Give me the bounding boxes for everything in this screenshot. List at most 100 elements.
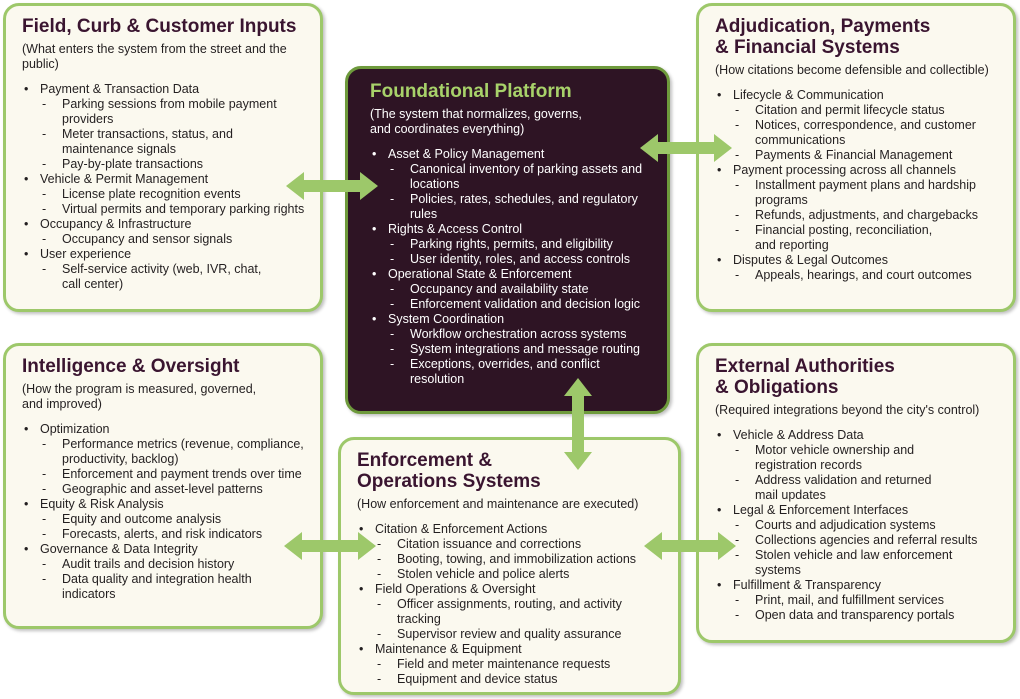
category-label: Asset & Policy Management xyxy=(388,147,545,161)
detail-list: Officer assignments, routing, and activi… xyxy=(375,597,666,642)
category-list: Vehicle & Address DataMotor vehicle owne… xyxy=(715,428,1001,623)
category-label: Optimization xyxy=(40,422,110,436)
category-label: User experience xyxy=(40,247,132,261)
detail-list: Performance metrics (revenue, compliance… xyxy=(40,437,308,497)
category-item: Rights & Access ControlParking rights, p… xyxy=(370,222,655,267)
category-label: Disputes & Legal Outcomes xyxy=(733,253,888,267)
category-list: Asset & Policy ManagementCanonical inven… xyxy=(370,147,655,387)
detail-item: Motor vehicle ownership and registration… xyxy=(733,443,1001,473)
category-item: Field Operations & OversightOfficer assi… xyxy=(357,582,666,642)
category-label: Payment & Transaction Data xyxy=(40,82,200,96)
category-label: Maintenance & Equipment xyxy=(375,642,522,656)
detail-list: Appeals, hearings, and court outcomes xyxy=(733,268,1001,283)
detail-item: Print, mail, and fulfillment services xyxy=(733,593,1001,608)
detail-item: Policies, rates, schedules, and regulato… xyxy=(388,192,655,222)
box-subtitle: (Required integrations beyond the city's… xyxy=(715,403,980,417)
box-subtitle: (The system that normalizes, governs, an… xyxy=(370,107,582,136)
detail-list: Courts and adjudication systemsCollectio… xyxy=(733,518,1001,578)
detail-item: Financial posting, reconciliation, and r… xyxy=(733,223,1001,253)
arrow-foundational-enforcement xyxy=(563,378,593,470)
enforcement-box: Enforcement & Operations Systems(How enf… xyxy=(338,437,681,695)
detail-item: Enforcement and payment trends over time xyxy=(40,467,308,482)
category-item: Lifecycle & CommunicationCitation and pe… xyxy=(715,88,1001,163)
category-item: Fulfillment & TransparencyPrint, mail, a… xyxy=(715,578,1001,623)
detail-list: License plate recognition eventsVirtual … xyxy=(40,187,308,217)
arrow-intelligence-enforcement xyxy=(284,531,376,561)
detail-item: License plate recognition events xyxy=(40,187,308,202)
detail-item: User identity, roles, and access control… xyxy=(388,252,655,267)
box-subtitle: (How citations become defensible and col… xyxy=(715,63,989,77)
category-list: Lifecycle & CommunicationCitation and pe… xyxy=(715,88,1001,283)
detail-item: Supervisor review and quality assurance xyxy=(375,627,666,642)
detail-item: Officer assignments, routing, and activi… xyxy=(375,597,666,627)
detail-item: Forecasts, alerts, and risk indicators xyxy=(40,527,308,542)
detail-item: Occupancy and availability state xyxy=(388,282,655,297)
box-title: Intelligence & Oversight xyxy=(22,356,240,377)
category-list: Citation & Enforcement ActionsCitation i… xyxy=(357,522,666,687)
category-item: Occupancy & InfrastructureOccupancy and … xyxy=(22,217,308,247)
foundational-platform-box: Foundational Platform (The system that no… xyxy=(345,66,670,414)
box-subtitle: (What enters the system from the street … xyxy=(22,42,287,71)
category-label: Payment processing across all channels xyxy=(733,163,957,177)
detail-item: Equipment and device status xyxy=(375,672,666,687)
detail-list: Workflow orchestration across systemsSys… xyxy=(388,327,655,387)
detail-item: Payments & Financial Management xyxy=(733,148,1001,163)
detail-list: Field and meter maintenance requestsEqui… xyxy=(375,657,666,687)
detail-item: Enforcement validation and decision logi… xyxy=(388,297,655,312)
field-inputs-box: Field, Curb & Customer Inputs(What enter… xyxy=(3,3,323,312)
detail-item: Workflow orchestration across systems xyxy=(388,327,655,342)
box-title: Adjudication, Payments & Financial Syste… xyxy=(715,16,931,58)
arrow-field-foundational xyxy=(286,171,378,201)
detail-item: Refunds, adjustments, and chargebacks xyxy=(733,208,1001,223)
detail-item: Geographic and asset-level patterns xyxy=(40,482,308,497)
detail-item: Exceptions, overrides, and conflict reso… xyxy=(388,357,655,387)
detail-item: Open data and transparency portals xyxy=(733,608,1001,623)
category-label: Governance & Data Integrity xyxy=(40,542,198,556)
category-item: Maintenance & EquipmentField and meter m… xyxy=(357,642,666,687)
category-item: Disputes & Legal OutcomesAppeals, hearin… xyxy=(715,253,1001,283)
detail-item: Pay-by-plate transactions xyxy=(40,157,308,172)
box-title: Enforcement & Operations Systems xyxy=(357,450,541,492)
adjudication-box: Adjudication, Payments & Financial Syste… xyxy=(696,3,1016,312)
detail-item: Performance metrics (revenue, compliance… xyxy=(40,437,308,467)
category-label: Vehicle & Address Data xyxy=(733,428,864,442)
detail-list: Parking sessions from mobile payment pro… xyxy=(40,97,308,172)
arrow-foundational-adjudication xyxy=(640,133,732,163)
category-item: Vehicle & Address DataMotor vehicle owne… xyxy=(715,428,1001,503)
category-label: Operational State & Enforcement xyxy=(388,267,572,281)
category-label: System Coordination xyxy=(388,312,505,326)
category-item: Asset & Policy ManagementCanonical inven… xyxy=(370,147,655,222)
detail-item: Installment payment plans and hardship p… xyxy=(733,178,1001,208)
box-subtitle: (How the program is measured, governed, … xyxy=(22,382,257,411)
detail-item: Parking rights, permits, and eligibility xyxy=(388,237,655,252)
detail-list: Citation issuance and correctionsBooting… xyxy=(375,537,666,582)
category-item: System CoordinationWorkflow orchestratio… xyxy=(370,312,655,387)
category-label: Fulfillment & Transparency xyxy=(733,578,881,592)
detail-item: Courts and adjudication systems xyxy=(733,518,1001,533)
category-item: OptimizationPerformance metrics (revenue… xyxy=(22,422,308,497)
category-list: OptimizationPerformance metrics (revenue… xyxy=(22,422,308,602)
detail-item: Audit trails and decision history xyxy=(40,557,308,572)
detail-item: Booting, towing, and immobilization acti… xyxy=(375,552,666,567)
detail-item: Stolen vehicle and police alerts xyxy=(375,567,666,582)
category-item: Vehicle & Permit ManagementLicense plate… xyxy=(22,172,308,217)
detail-item: Address validation and returned mail upd… xyxy=(733,473,1001,503)
arrow-enforcement-external xyxy=(644,531,736,561)
category-item: Operational State & EnforcementOccupancy… xyxy=(370,267,655,312)
box-title: Foundational Platform xyxy=(370,81,572,102)
detail-list: Self-service activity (web, IVR, chat, c… xyxy=(40,262,308,292)
category-item: Governance & Data IntegrityAudit trails … xyxy=(22,542,308,602)
detail-item: Citation issuance and corrections xyxy=(375,537,666,552)
detail-list: Citation and permit lifecycle statusNoti… xyxy=(733,103,1001,163)
detail-item: Virtual permits and temporary parking ri… xyxy=(40,202,308,217)
detail-list: Canonical inventory of parking assets an… xyxy=(388,162,655,222)
detail-list: Audit trails and decision historyData qu… xyxy=(40,557,308,602)
detail-item: Equity and outcome analysis xyxy=(40,512,308,527)
detail-item: Occupancy and sensor signals xyxy=(40,232,308,247)
category-label: Field Operations & Oversight xyxy=(375,582,536,596)
detail-item: Canonical inventory of parking assets an… xyxy=(388,162,655,192)
category-item: Payment processing across all channelsIn… xyxy=(715,163,1001,253)
category-item: Citation & Enforcement ActionsCitation i… xyxy=(357,522,666,582)
detail-item: Data quality and integration health indi… xyxy=(40,572,308,602)
detail-list: Parking rights, permits, and eligibility… xyxy=(388,237,655,267)
